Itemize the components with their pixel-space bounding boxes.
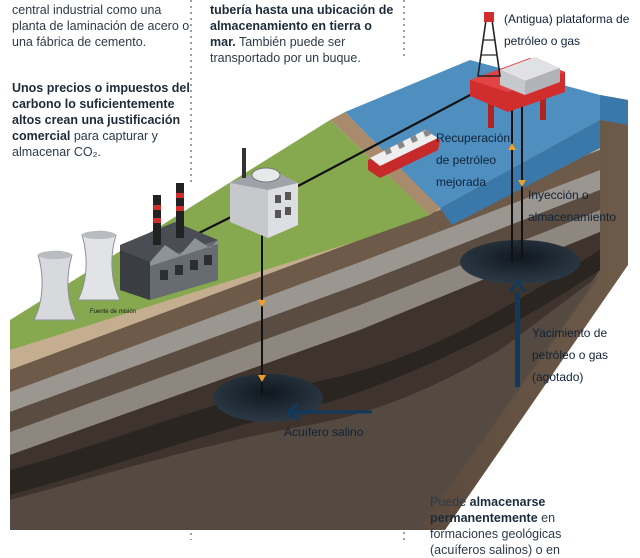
injection-label: Inyección o almacenamiento [528, 188, 617, 224]
gas-reservoir [460, 240, 580, 284]
block-side-face [420, 95, 628, 530]
carbon-price-text-bold: Unos precios o impuestos del carbono lo … [12, 81, 190, 143]
intro-text-left: central industrial como una planta de la… [12, 3, 190, 49]
offshore-platform [470, 12, 565, 128]
reservoir-label: Yacimiento de petróleo o gas (agotado) [532, 326, 609, 384]
saline-aquifer [213, 374, 323, 422]
injection-down-arrow [518, 180, 526, 187]
capture-building [230, 148, 298, 238]
transport-text-rest: También puede ser transportado por un bu… [210, 35, 361, 65]
permanent-storage-bold: almacenarse permanentemente [430, 495, 546, 525]
aquifer-flow-arrow-2 [258, 375, 266, 382]
recovery-label: Recuperación de petróleo mejorada [436, 131, 511, 189]
aquifer-pointer-arrow [285, 402, 372, 422]
transport-text-bold: tubería hasta una ubicación de almacenam… [210, 3, 394, 49]
co2-carrier-ship [368, 129, 440, 178]
sea-side [600, 95, 628, 125]
aquifer-flow-arrow-1 [258, 300, 266, 307]
industrial-factory [120, 183, 218, 300]
cooling-towers [33, 230, 121, 321]
platform-label: (Antigua) plataforma de petróleo o gas [504, 12, 630, 48]
aquifer-label: Acuífero salino [284, 425, 364, 439]
transport-text: tubería hasta una ubicación de almacenam… [210, 2, 400, 66]
permanent-storage-text: Puede almacenarse permanentemente en for… [430, 494, 620, 558]
carbon-price-text: Unos precios o impuestos del carbono lo … [12, 80, 190, 160]
emission-source-label: Fuente de misión [90, 309, 137, 315]
recovery-up-arrow [508, 143, 516, 150]
ccs-illustration [10, 0, 628, 540]
reservoir-pointer-arrow [508, 279, 527, 387]
carbon-price-text-rest: para capturar y almacenar CO₂. [12, 129, 158, 159]
permanent-storage-prefix: Puede [430, 495, 470, 509]
sea-depth [440, 120, 600, 225]
